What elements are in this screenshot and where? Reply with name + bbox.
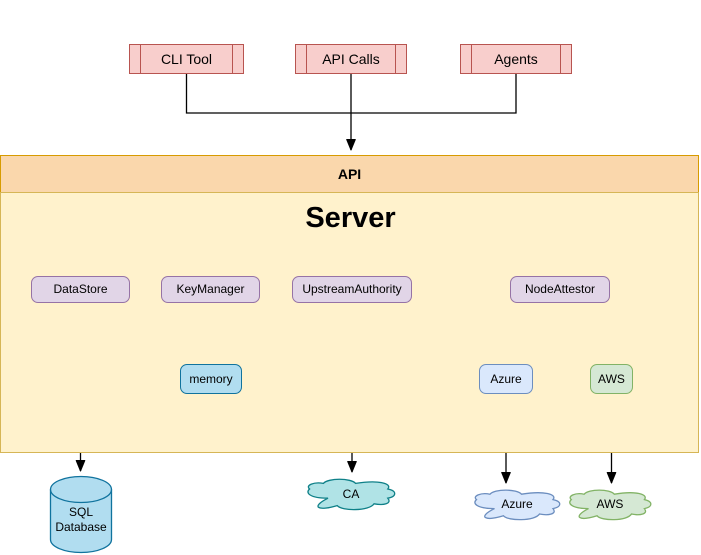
sql-database-label-line1: SQL	[68, 505, 93, 519]
client-box-cli-tool: CLI Tool	[129, 44, 244, 74]
aws-cloud	[569, 489, 652, 521]
api-bar-label: API	[337, 165, 362, 182]
sql-database-label: SQL Database	[50, 505, 112, 535]
plugin-box-nodeattestor: NodeAttestor	[510, 276, 610, 303]
client-label: CLI Tool	[160, 50, 213, 67]
impl-label: AWS	[598, 371, 625, 386]
plugin-box-upstreamauthority: UpstreamAuthority	[292, 276, 412, 303]
plugin-box-keymanager: KeyManager	[161, 276, 260, 303]
plugin-label: DataStore	[53, 282, 108, 297]
client-box-api-calls: API Calls	[295, 44, 407, 74]
client-label: API Calls	[322, 50, 380, 67]
plugin-label: KeyManager	[176, 282, 245, 297]
azure-cloud-label: Azure	[501, 497, 533, 511]
api-bar: API	[0, 155, 699, 193]
server-container	[0, 192, 699, 453]
plugin-label: UpstreamAuthority	[302, 282, 402, 297]
aws-cloud-label: AWS	[596, 497, 624, 511]
plugin-label: NodeAttestor	[524, 282, 596, 297]
impl-label: memory	[189, 371, 233, 386]
impl-box-aws: AWS	[590, 364, 633, 394]
ca-cloud	[307, 478, 396, 511]
plugin-box-datastore: DataStore	[31, 276, 130, 303]
client-box-agents: Agents	[460, 44, 572, 74]
sql-database-label-line2: Database	[55, 520, 107, 534]
impl-box-azure: Azure	[479, 364, 533, 394]
impl-label: Azure	[490, 371, 522, 386]
sql-database-cylinder	[49, 475, 113, 554]
azure-cloud	[474, 489, 561, 521]
ca-cloud-label: CA	[342, 487, 360, 501]
impl-box-memory: memory	[180, 364, 242, 394]
client-label: Agents	[494, 50, 538, 67]
server-title: Server	[305, 202, 396, 234]
